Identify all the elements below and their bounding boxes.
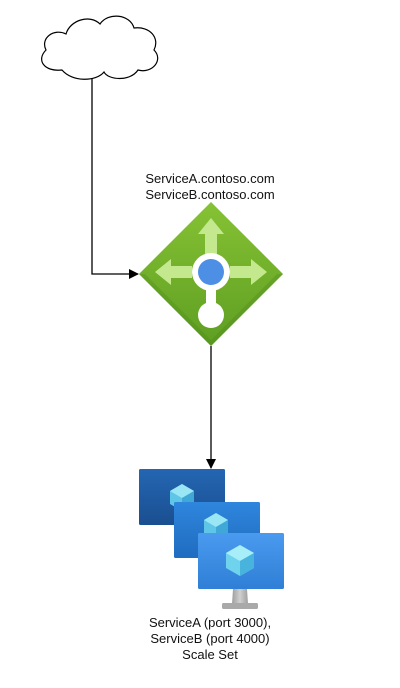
- right-arrow-icon: [230, 259, 267, 285]
- scale-set-label: ServiceA (port 3000), ServiceB (port 400…: [90, 615, 330, 663]
- internet-cloud-icon: [41, 15, 159, 80]
- gateway-lower-node: [198, 302, 224, 328]
- vm-monitor-front-icon: [198, 533, 284, 609]
- hostname-service-b: ServiceB.contoso.com: [145, 187, 275, 202]
- scale-set-label-line-3: Scale Set: [182, 647, 238, 662]
- hostname-service-a: ServiceA.contoso.com: [145, 171, 275, 186]
- vm-scale-set-icon: [139, 469, 284, 609]
- scale-set-label-line-2: ServiceB (port 4000): [150, 631, 270, 646]
- gateway-hostnames-label: ServiceA.contoso.com ServiceB.contoso.co…: [100, 171, 320, 203]
- left-arrow-icon: [155, 259, 192, 285]
- scale-set-label-line-1: ServiceA (port 3000),: [148, 615, 272, 630]
- gateway-center-node: [198, 259, 224, 285]
- up-arrow-icon: [198, 218, 224, 256]
- application-gateway-icon: [139, 202, 283, 346]
- connector-cloud-to-gateway: [91, 78, 139, 279]
